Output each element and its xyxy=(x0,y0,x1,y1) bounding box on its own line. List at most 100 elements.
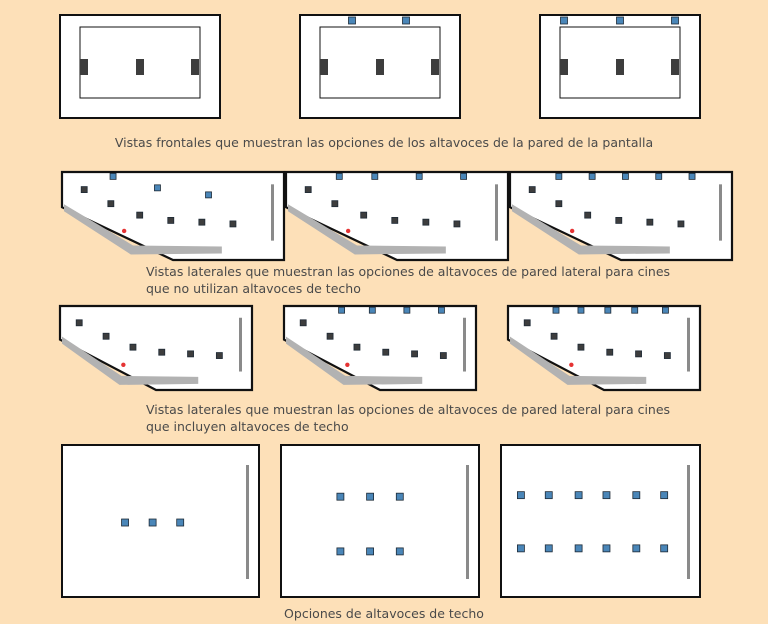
wall-speaker-icon xyxy=(528,186,536,194)
ceiling-speaker-icon xyxy=(517,544,525,553)
ceiling-speaker-icon xyxy=(348,16,356,25)
ceiling-speaker-icon xyxy=(176,518,185,527)
ceiling-speaker-icon xyxy=(395,547,404,556)
ceiling-layout-diagram xyxy=(61,444,260,598)
wall-speaker-icon xyxy=(677,220,685,228)
wall-speaker-icon xyxy=(577,343,585,351)
ceiling-speaker-icon xyxy=(335,172,343,180)
listener-icon xyxy=(121,362,126,367)
side-view-diagram xyxy=(282,304,478,392)
floor-slope xyxy=(512,204,670,255)
wall-speaker-icon xyxy=(422,218,430,226)
room-outline xyxy=(508,170,734,262)
caption-line: Vistas laterales que muestran las opcion… xyxy=(146,264,671,279)
floor-slope xyxy=(62,336,199,385)
room-outline xyxy=(284,170,510,262)
ceiling-speaker-icon xyxy=(660,544,669,553)
caption-line: que incluyen altavoces de techo xyxy=(146,419,349,434)
side-view-diagram xyxy=(60,170,286,262)
wall-speaker-icon xyxy=(215,352,223,359)
ceiling-speaker-icon xyxy=(622,172,629,180)
wall-speaker-icon xyxy=(360,211,368,219)
listener-icon xyxy=(345,362,350,367)
wall-speaker-icon xyxy=(584,211,592,219)
wall-speaker-icon xyxy=(431,59,439,75)
screen-icon xyxy=(687,465,690,579)
ceiling-speaker-icon xyxy=(574,544,583,553)
ceiling-speaker-icon xyxy=(632,491,641,500)
room-outline xyxy=(58,304,254,392)
floor-slope xyxy=(64,204,222,255)
wall-speaker-icon xyxy=(353,343,361,351)
wall-speaker-icon xyxy=(129,343,137,351)
ceiling-speaker-icon xyxy=(154,184,161,192)
wall-speaker-icon xyxy=(136,211,144,219)
wall-speaker-icon xyxy=(523,319,531,327)
wall-speaker-icon xyxy=(191,59,199,75)
ceiling-speaker-icon xyxy=(148,518,157,527)
room-outline xyxy=(506,304,702,392)
wall-speaker-icon xyxy=(136,59,144,75)
wall-speaker-icon xyxy=(382,348,390,356)
wall-speaker-icon xyxy=(304,186,312,194)
ceiling-speaker-icon xyxy=(631,306,639,314)
ceiling-speaker-icon xyxy=(616,16,624,25)
screen-icon xyxy=(495,184,498,241)
ceiling-speaker-icon xyxy=(109,172,117,180)
wall-speaker-icon xyxy=(326,332,334,340)
ceiling-speaker-icon xyxy=(688,172,696,180)
wall-speaker-icon xyxy=(376,59,384,75)
ceiling-speaker-icon xyxy=(602,491,611,500)
ceiling-speaker-icon xyxy=(555,172,563,180)
wall-speaker-icon xyxy=(158,348,166,356)
ceiling-speaker-icon xyxy=(205,191,212,199)
wall-speaker-icon xyxy=(555,200,563,208)
screen-icon xyxy=(271,184,274,241)
ceiling-speaker-icon xyxy=(403,306,411,314)
front-view-diagram xyxy=(59,14,221,119)
wall-speaker-icon xyxy=(320,59,328,75)
wall-speaker-icon xyxy=(671,59,679,75)
room-outline xyxy=(60,170,286,262)
wall-speaker-icon xyxy=(439,352,447,359)
wall-speaker-icon xyxy=(299,319,307,327)
floor-slope xyxy=(288,204,446,255)
ceiling-speaker-icon xyxy=(604,306,612,314)
wall-speaker-icon xyxy=(187,350,194,358)
ceiling-speaker-icon xyxy=(544,491,553,500)
listener-icon xyxy=(569,362,574,367)
ceiling-speaker-icon xyxy=(395,492,404,501)
caption-front-views: Vistas frontales que muestran las opcion… xyxy=(114,135,654,150)
wall-speaker-icon xyxy=(198,218,206,226)
screen-icon xyxy=(463,317,466,372)
wall-speaker-icon xyxy=(550,332,558,340)
ceiling-speaker-icon xyxy=(602,544,611,553)
room-outline xyxy=(280,444,480,598)
wall-speaker-icon xyxy=(80,59,88,75)
ceiling-speaker-icon xyxy=(366,547,375,556)
screen-icon xyxy=(246,465,249,579)
ceiling-speaker-icon xyxy=(336,492,345,501)
front-view-diagram xyxy=(539,14,701,119)
ceiling-speaker-icon xyxy=(632,544,641,553)
wall-speaker-icon xyxy=(663,352,671,359)
ceiling-speaker-icon xyxy=(415,172,423,180)
ceiling-speaker-icon xyxy=(460,172,468,180)
room-outline xyxy=(282,304,478,392)
screen-icon xyxy=(239,317,242,372)
wall-speaker-icon xyxy=(75,319,83,327)
ceiling-speaker-icon xyxy=(655,172,663,180)
screen-icon xyxy=(719,184,722,241)
ceiling-speaker-icon xyxy=(544,544,553,553)
wall-speaker-icon xyxy=(646,218,654,226)
wall-speaker-icon xyxy=(107,200,115,208)
ceiling-speaker-icon xyxy=(671,16,679,25)
caption-side-views-no-ceiling: Vistas laterales que muestran las opcion… xyxy=(146,263,670,297)
wall-speaker-icon xyxy=(80,186,88,194)
ceiling-speaker-icon xyxy=(560,16,568,25)
ceiling-speaker-icon xyxy=(121,518,129,527)
caption-line: que no utilizan altavoces de techo xyxy=(146,281,361,296)
wall-speaker-icon xyxy=(391,216,399,224)
caption-line: Vistas laterales que muestran las opcion… xyxy=(146,402,671,417)
screen-icon xyxy=(466,465,469,579)
